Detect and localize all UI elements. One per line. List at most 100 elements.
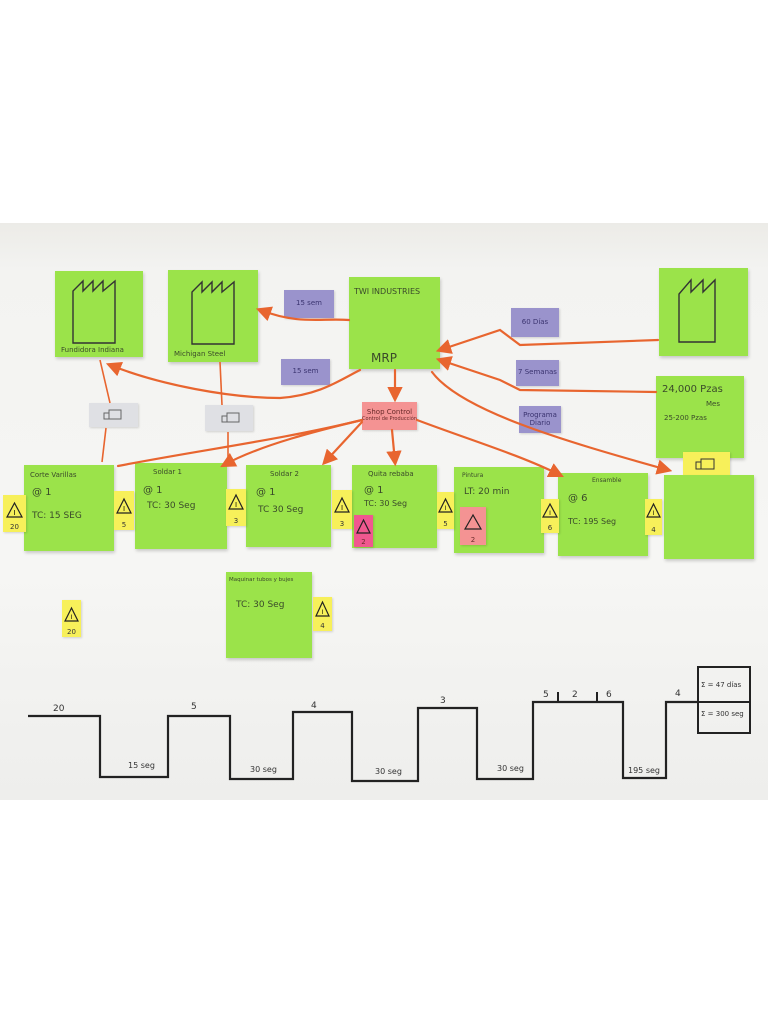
demand-unit: Mes [706, 400, 720, 408]
timeline-days: 5 [191, 702, 197, 712]
inventory-days: 20 [10, 523, 19, 531]
inventory-days: 6 [547, 524, 553, 532]
info-weekly: 15 sem [281, 359, 330, 385]
info-schedule: Programa Diario [519, 406, 561, 433]
svg-text:I: I [235, 501, 237, 509]
inventory-days: 3 [233, 517, 239, 525]
inventory-days: 4 [320, 622, 325, 630]
lead-time-total: Σ = 47 días [701, 681, 742, 689]
warning-triangle-icon: I [646, 502, 661, 518]
inventory-triangle: I 4 [313, 597, 332, 631]
process-cycle-time: LT: 20 min [464, 487, 510, 497]
warning-triangle-icon: I [334, 496, 350, 513]
process-cycle-time: TC 30 Seg [258, 505, 304, 515]
factory-icon [72, 279, 116, 344]
process-operators: @ 1 [143, 485, 163, 496]
inventory-triangle: I 5 [437, 492, 454, 529]
process-cycle-time: TC: 30 Seg [364, 499, 408, 508]
inventory-triangle: I 20 [62, 600, 81, 637]
process-operators: @ 1 [364, 485, 384, 496]
timeline-days: 6 [606, 690, 612, 700]
svg-text:I: I [71, 614, 73, 621]
process-box: Soldar 2 @ 1 TC 30 Seg [246, 465, 331, 547]
control-sub: Control de Producción [362, 416, 417, 422]
process-box: Soldar 1 @ 1 TC: 30 Seg [135, 463, 227, 549]
process-box-machining: Maquinar tubos y bujes TC: 30 Seg [226, 572, 312, 658]
timeline-days: 5 [543, 690, 549, 700]
svg-text:I: I [322, 609, 324, 616]
process-operators: @ 6 [568, 493, 588, 504]
customer-demand: 24,000 Pzas Mes 25-200 Pzas [656, 376, 744, 458]
svg-text:I: I [445, 505, 447, 512]
timeline-days: 20 [53, 704, 65, 714]
info-customer-forecast: 60 Días [511, 308, 559, 337]
process-operators: @ 1 [256, 487, 276, 498]
warning-triangle-icon: I [116, 497, 132, 514]
factory-icon [191, 280, 235, 345]
factory-icon [678, 278, 716, 343]
process-name: Ensamble [592, 477, 622, 484]
inventory-days: 5 [121, 521, 127, 529]
inventory-triangle: I 20 [3, 495, 26, 532]
truck-icon [103, 409, 122, 420]
process-box-shipping [664, 475, 754, 559]
process-box: Corte Varillas @ 1 TC: 15 SEG [24, 465, 114, 551]
process-operators: @ 1 [32, 487, 52, 498]
inventory-triangle: I 3 [226, 489, 246, 526]
inventory-triangle: I 5 [114, 491, 134, 530]
info-michigan-freq: 15 sem [284, 290, 334, 318]
process-name: Quita rebaba [368, 470, 414, 478]
info-customer-order: 7 Semanas [516, 360, 559, 386]
inventory-days: 4 [651, 526, 656, 534]
timeline-seconds: 30 seg [497, 764, 524, 773]
timeline-days: 3 [440, 696, 446, 706]
timeline-seconds: 30 seg [250, 765, 277, 774]
warning-triangle-icon: I [315, 600, 330, 617]
inventory-triangle: I 4 [645, 499, 662, 535]
customer-factory [659, 268, 748, 356]
inventory-days: 2 [470, 536, 476, 544]
company-mrp: TWI INDUSTRIES MRP [349, 277, 440, 369]
process-cycle-time: TC: 30 Seg [236, 600, 285, 610]
supplier-label: Michigan Steel [174, 350, 226, 358]
svg-text:I: I [13, 509, 15, 517]
warning-triangle-icon: I [541, 502, 559, 518]
inventory-triangle-pink: 2 [354, 515, 373, 547]
inventory-triangle: I 6 [541, 499, 559, 533]
svg-text:I: I [123, 505, 125, 513]
inventory-days: 3 [339, 520, 345, 528]
value-time-total: Σ = 300 seg [701, 710, 744, 718]
warning-triangle-icon: I [5, 501, 24, 518]
process-name: Soldar 1 [153, 468, 182, 476]
truck-icon [221, 412, 240, 423]
process-cycle-time: TC: 195 Seg [568, 517, 617, 526]
process-box: Ensamble @ 6 TC: 195 Seg [558, 473, 648, 556]
timeline-seconds: 30 seg [375, 767, 402, 776]
warning-triangle-icon: I [438, 497, 453, 513]
warning-triangle-icon [463, 513, 483, 530]
process-box: Quita rebaba @ 1 TC: 30 Seg [352, 465, 437, 548]
truck-customer [683, 452, 730, 478]
svg-text:I: I [549, 510, 551, 517]
svg-text:I: I [653, 510, 655, 517]
inventory-days: 20 [67, 628, 76, 636]
process-name: Corte Varillas [30, 471, 77, 479]
warning-triangle-icon [356, 518, 371, 534]
timeline-seconds: 15 seg [128, 761, 155, 770]
process-name: Soldar 2 [270, 470, 299, 478]
demand-qty: 24,000 Pzas [662, 384, 723, 395]
process-name: Maquinar tubos y bujes [229, 577, 294, 583]
process-cycle-time: TC: 30 Seg [147, 501, 196, 511]
svg-text:I: I [341, 504, 343, 512]
inventory-days: 2 [361, 538, 366, 546]
timeline-days: 2 [572, 690, 578, 700]
company-name: TWI INDUSTRIES [354, 287, 421, 296]
warning-triangle-icon: I [64, 606, 79, 622]
supplier-michigan: Michigan Steel [168, 270, 258, 362]
demand-range: 25-200 Pzas [664, 414, 707, 422]
supplier-label: Fundidora Indiana [61, 346, 124, 354]
inventory-triangle: I 3 [332, 490, 352, 529]
supplier-fundidora: Fundidora Indiana [55, 271, 143, 357]
inventory-triangle-pink: 2 [460, 507, 486, 545]
warning-triangle-icon: I [228, 493, 244, 510]
